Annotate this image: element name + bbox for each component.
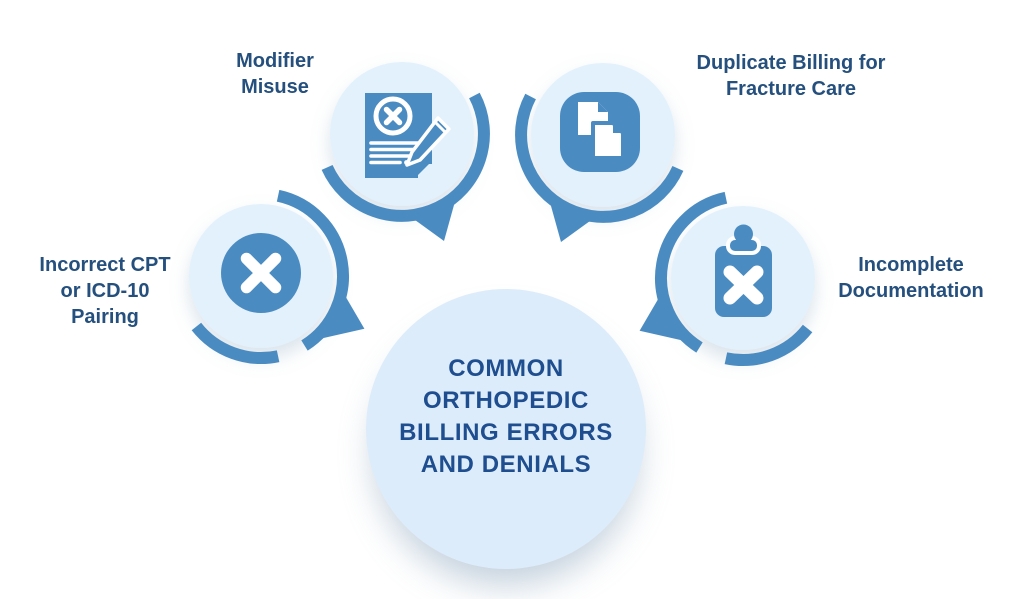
center-title: COMMON ORTHOPEDIC BILLING ERRORS AND DEN… xyxy=(399,355,613,478)
tail-pointer xyxy=(319,295,365,339)
x-circle-icon xyxy=(221,233,301,313)
tail-pointer xyxy=(414,201,455,241)
bubble-modifier-misuse xyxy=(292,24,512,244)
ring-arc xyxy=(515,93,684,223)
label-duplicate-billing: Duplicate Billing for Fracture Care xyxy=(696,52,886,100)
label-incomplete-documentation: Incomplete Documentation xyxy=(838,254,984,302)
tail-pointer xyxy=(550,202,591,242)
center-bubble: COMMON ORTHOPEDIC BILLING ERRORS AND DEN… xyxy=(366,289,646,569)
clipboard-x-icon xyxy=(715,224,772,317)
bubble-incomplete-documentation xyxy=(633,168,853,388)
document-error-icon xyxy=(365,93,451,178)
ring-arc-bottom xyxy=(724,324,813,366)
copy-pages-icon xyxy=(560,92,640,172)
ring-arc xyxy=(276,189,349,351)
ring-arc-bottom xyxy=(191,322,280,364)
bubble-incorrect-cpt xyxy=(151,166,371,386)
ring-arc xyxy=(321,92,490,222)
label-modifier-misuse: Modifier Misuse xyxy=(236,50,314,98)
tail-pointer xyxy=(639,297,685,341)
ring-arc xyxy=(655,191,728,353)
label-incorrect-cpt: Incorrect CPT or ICD-10 Pairing xyxy=(39,254,171,328)
bubble-duplicate-billing xyxy=(493,25,713,245)
